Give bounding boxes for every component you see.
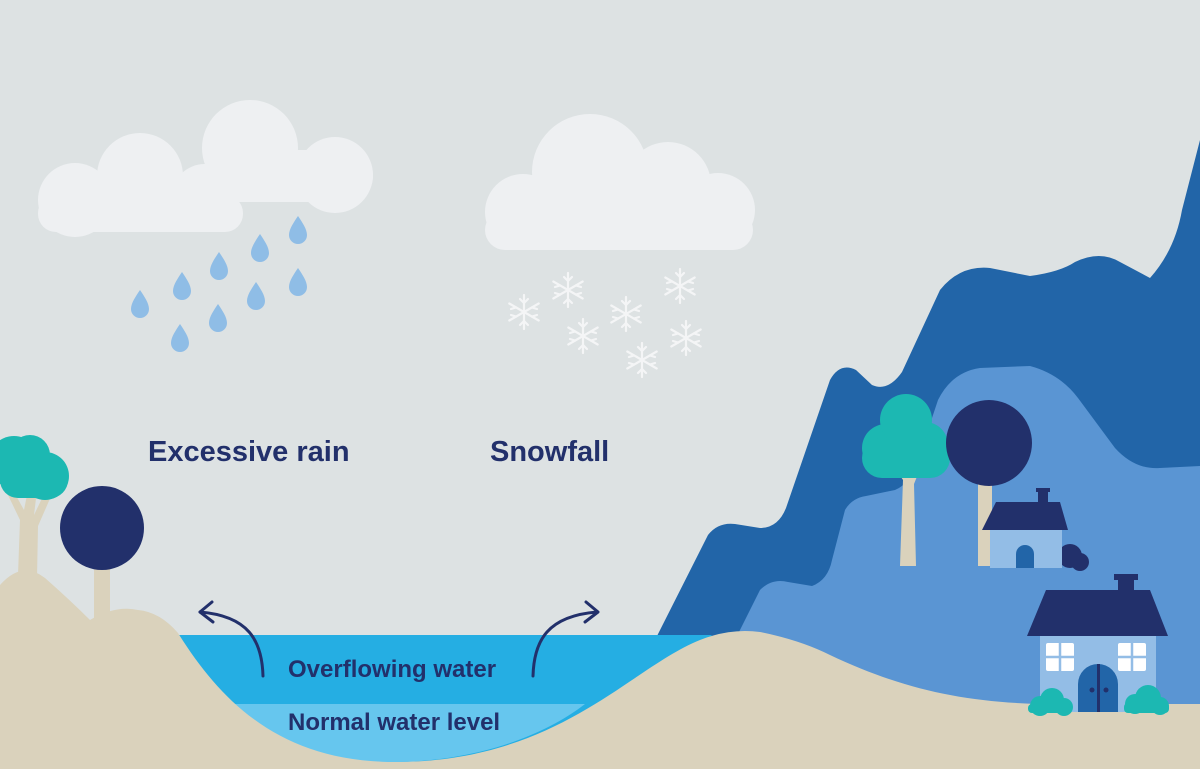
arrow-icon [198,600,265,678]
overflowing-water-label: Overflowing water [288,656,497,683]
snowflakes [508,267,702,379]
house-icon [982,488,1089,571]
rain-cloud [38,100,373,237]
ground [0,570,1200,769]
snowfall-label: Snowfall [490,436,610,468]
raindrops [131,216,307,352]
tree-icon [60,486,144,630]
bush-icon [1028,685,1169,716]
normal-water [215,704,585,763]
normal-water-level-label: Normal water level [288,709,501,736]
tree-icon [946,400,1032,566]
tree-icon [0,435,69,630]
snow-cloud [485,114,755,250]
excessive-rain-label: Excessive rain [148,436,350,468]
arrow-icon [531,600,600,678]
tree-icon [862,394,950,566]
